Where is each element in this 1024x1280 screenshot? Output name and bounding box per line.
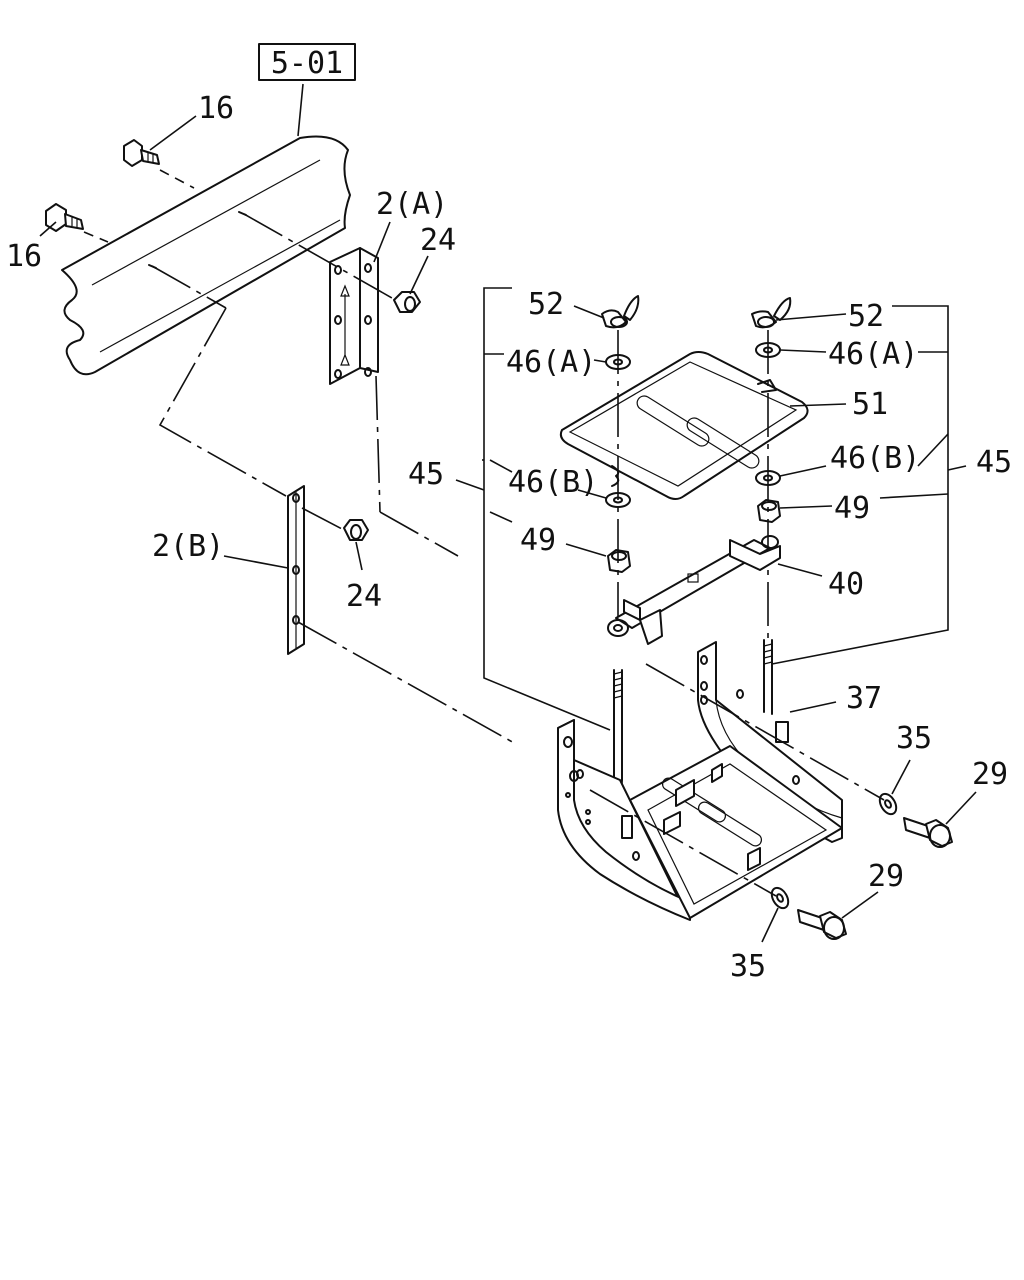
bracket-45-outline (483, 287, 949, 731)
reference-box-label: 5-01 (271, 46, 343, 81)
callout-37[interactable]: 37 (846, 681, 882, 716)
nut-49-right[interactable] (757, 499, 781, 523)
callout-46b-right[interactable]: 46(B) (830, 441, 920, 476)
bracket-2b[interactable] (287, 485, 305, 655)
callout-49-right[interactable]: 49 (834, 491, 870, 526)
washer-35-upper[interactable] (876, 791, 899, 817)
leader-lines (39, 115, 977, 943)
callout-45-left[interactable]: 45 (408, 457, 444, 492)
callout-16-lower[interactable]: 16 (6, 239, 42, 274)
bracket-2a[interactable] (329, 247, 379, 385)
callout-49-left[interactable]: 49 (520, 523, 556, 558)
callout-35-upper[interactable]: 35 (896, 721, 932, 756)
hook-bolt-right[interactable] (763, 639, 773, 715)
cover-51[interactable] (559, 351, 809, 500)
callout-46a-right[interactable]: 46(A) (828, 337, 918, 372)
callout-24-lower[interactable]: 24 (346, 579, 382, 614)
nut-24-upper[interactable] (393, 291, 421, 313)
wing-nut-52-right[interactable] (751, 297, 792, 329)
washer-35-lower[interactable] (768, 885, 791, 911)
callout-46b-left[interactable]: 46(B) (508, 465, 598, 500)
bolt-29-upper[interactable] (903, 817, 953, 848)
bolt-16-upper[interactable] (123, 139, 160, 167)
bolt-16-lower[interactable] (45, 203, 84, 232)
callout-29-lower[interactable]: 29 (868, 859, 904, 894)
callout-52-left[interactable]: 52 (528, 287, 564, 322)
callout-16-upper[interactable]: 16 (198, 91, 234, 126)
callout-2b[interactable]: 2(B) (152, 529, 224, 564)
frame-rail (61, 135, 351, 376)
callout-40[interactable]: 40 (828, 567, 864, 602)
callout-labels: 16 16 2(A) 24 2(B) 24 52 52 46(A) 46(A) … (6, 91, 1012, 984)
wing-nut-52-left[interactable] (601, 295, 640, 329)
nut-24-lower[interactable] (343, 519, 369, 541)
bolt-29-lower[interactable] (797, 909, 847, 940)
callout-46a-left[interactable]: 46(A) (506, 345, 596, 380)
battery-carrier-37[interactable] (557, 641, 843, 921)
callout-51[interactable]: 51 (852, 387, 888, 422)
callout-45-right[interactable]: 45 (976, 445, 1012, 480)
nut-49-left[interactable] (607, 549, 631, 573)
reference-box[interactable]: 5-01 (258, 43, 356, 137)
callout-24-upper[interactable]: 24 (420, 223, 456, 258)
callout-2a[interactable]: 2(A) (376, 187, 448, 222)
callout-35-lower[interactable]: 35 (730, 949, 766, 984)
callout-52-right[interactable]: 52 (848, 299, 884, 334)
callout-29-upper[interactable]: 29 (972, 757, 1008, 792)
hold-down-bar-40[interactable] (607, 535, 781, 645)
